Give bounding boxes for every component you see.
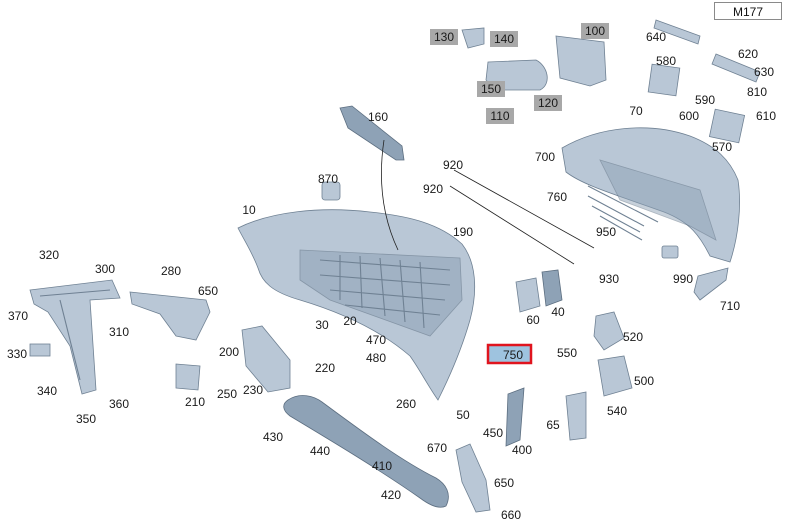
callout-100[interactable]: 100 (585, 24, 605, 38)
callout-210[interactable]: 210 (185, 395, 205, 409)
callout-710[interactable]: 710 (720, 299, 740, 313)
lower-trim-410[interactable] (283, 395, 449, 508)
gray-label-backgrounds (430, 23, 609, 124)
callout-870[interactable]: 870 (318, 172, 338, 186)
callout-990[interactable]: 990 (673, 272, 693, 286)
callout-640[interactable]: 640 (646, 30, 666, 44)
callout-670[interactable]: 670 (427, 441, 447, 455)
callout-750[interactable]: 750 (503, 348, 523, 362)
callout-650-lower[interactable]: 650 (494, 476, 514, 490)
callout-190[interactable]: 190 (453, 225, 473, 239)
callout-550[interactable]: 550 (557, 346, 577, 360)
callout-10[interactable]: 10 (242, 203, 256, 217)
callout-220[interactable]: 220 (315, 361, 335, 375)
callout-700[interactable]: 700 (535, 150, 555, 164)
callout-440[interactable]: 440 (310, 444, 330, 458)
callout-70[interactable]: 70 (629, 104, 643, 118)
callout-110[interactable]: 110 (490, 109, 509, 123)
rear-diffuser-700[interactable] (561, 127, 740, 263)
callout-570[interactable]: 570 (712, 140, 732, 154)
callout-30[interactable]: 30 (315, 318, 329, 332)
callout-520[interactable]: 520 (623, 330, 643, 344)
callout-540[interactable]: 540 (607, 404, 627, 418)
callout-150[interactable]: 150 (481, 82, 501, 96)
callout-370[interactable]: 370 (8, 309, 28, 323)
callout-930[interactable]: 930 (599, 272, 619, 286)
callout-620[interactable]: 620 (738, 47, 758, 61)
callout-230[interactable]: 230 (243, 383, 263, 397)
callout-65[interactable]: 65 (546, 418, 560, 432)
callout-420[interactable]: 420 (381, 488, 401, 502)
callout-250[interactable]: 250 (217, 387, 237, 401)
small-parts (29, 19, 761, 513)
callout-260[interactable]: 260 (396, 397, 416, 411)
callout-120[interactable]: 120 (538, 96, 558, 110)
callout-470[interactable]: 470 (366, 333, 386, 347)
callout-labels: 100 130 140 150 120 110 640 620 630 580 … (7, 24, 776, 521)
callout-360[interactable]: 360 (109, 397, 129, 411)
callout-280[interactable]: 280 (161, 264, 181, 278)
bumper-bracket-160[interactable] (339, 105, 405, 251)
callout-590[interactable]: 590 (695, 93, 715, 107)
callout-410[interactable]: 410 (372, 459, 392, 473)
callout-650-upper[interactable]: 650 (198, 284, 218, 298)
callout-430[interactable]: 430 (263, 430, 283, 444)
callout-920-upper[interactable]: 920 (443, 158, 463, 172)
callout-450[interactable]: 450 (483, 426, 503, 440)
callout-630[interactable]: 630 (754, 65, 774, 79)
model-code-box: M177 (714, 2, 782, 20)
callout-660[interactable]: 660 (501, 508, 521, 521)
selected-callout-750[interactable] (486, 343, 533, 365)
callout-610[interactable]: 610 (756, 109, 776, 123)
callout-950[interactable]: 950 (596, 225, 616, 239)
callout-330[interactable]: 330 (7, 347, 27, 361)
callout-140[interactable]: 140 (494, 32, 514, 46)
callout-400[interactable]: 400 (512, 443, 532, 457)
callout-20[interactable]: 20 (343, 314, 357, 328)
callout-350[interactable]: 350 (76, 412, 96, 426)
callout-480[interactable]: 480 (366, 351, 386, 365)
callout-580[interactable]: 580 (656, 54, 676, 68)
callout-40[interactable]: 40 (551, 305, 565, 319)
bracket-200[interactable] (241, 325, 291, 393)
callout-920-lower[interactable]: 920 (423, 182, 443, 196)
callout-160[interactable]: 160 (368, 110, 388, 124)
main-bumper-shell[interactable] (237, 209, 476, 401)
callout-500[interactable]: 500 (634, 374, 654, 388)
callout-200[interactable]: 200 (219, 345, 239, 359)
callout-600[interactable]: 600 (679, 109, 699, 123)
callout-810[interactable]: 810 (747, 85, 767, 99)
callout-340[interactable]: 340 (37, 384, 57, 398)
callout-300[interactable]: 300 (95, 262, 115, 276)
callout-50[interactable]: 50 (456, 408, 470, 422)
bracket-280[interactable] (129, 291, 211, 341)
callout-130[interactable]: 130 (434, 30, 454, 44)
callout-310[interactable]: 310 (109, 325, 129, 339)
callout-60[interactable]: 60 (526, 313, 540, 327)
callout-760[interactable]: 760 (547, 190, 567, 204)
callout-320[interactable]: 320 (39, 248, 59, 262)
bracket-300-left[interactable] (29, 279, 121, 395)
